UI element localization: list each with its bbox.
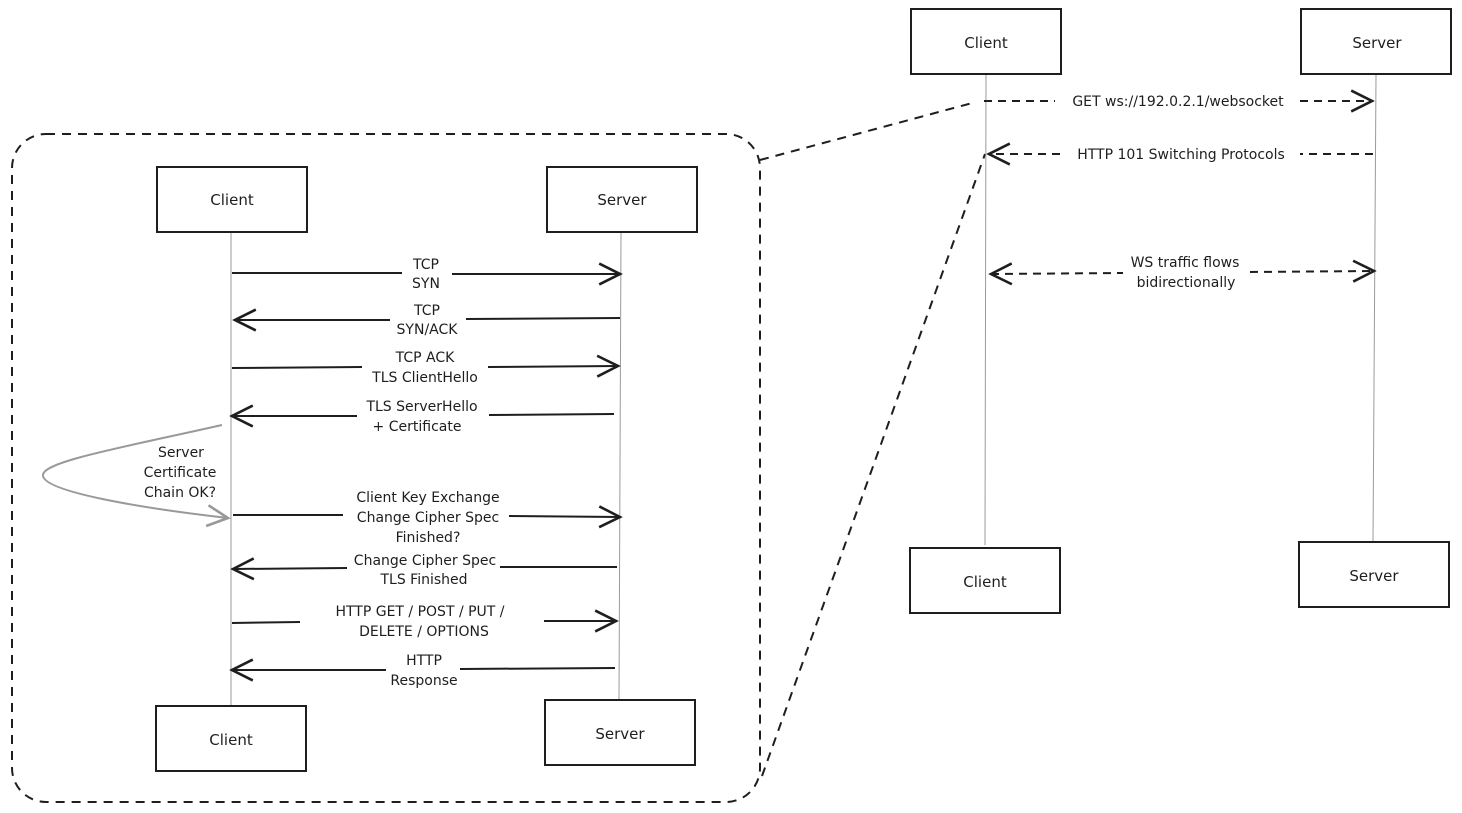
- right-client-top-box: Client: [910, 8, 1062, 75]
- right-client-bottom-label: Client: [963, 573, 1007, 591]
- right-server-top-box: Server: [1300, 8, 1452, 75]
- left-sequence-diagram: Client Server Client Server TCP SYN TCP …: [42, 166, 698, 772]
- right-server-bottom-box: Server: [1298, 541, 1450, 608]
- self-check-certificate: Server Certificate Chain OK?: [42, 424, 228, 518]
- message-serverhello-certificate: TLS ServerHello + Certificate: [232, 399, 615, 435]
- right-server-top-label: Server: [1352, 34, 1402, 52]
- message-tcp-syn: TCP SYN: [232, 257, 620, 292]
- message-label: TLS Finished: [379, 572, 467, 588]
- message-client-key-exchange: Client Key Exchange Change Cipher Spec F…: [233, 490, 620, 546]
- message-ws-bidirectional: WS traffic flows bidirectionally: [991, 255, 1374, 291]
- left-server-bottom-label: Server: [595, 725, 645, 743]
- message-label: SYN/ACK: [397, 322, 459, 338]
- left-server-bottom-box: Server: [544, 699, 696, 766]
- left-server-top-label: Server: [597, 191, 647, 209]
- message-label: bidirectionally: [1137, 275, 1236, 291]
- left-client-top-label: Client: [210, 191, 254, 209]
- message-label: Client Key Exchange: [356, 490, 499, 506]
- message-label: DELETE / OPTIONS: [359, 624, 489, 640]
- message-tcp-synack: TCP SYN/ACK: [235, 303, 621, 338]
- left-client-bottom-label: Client: [209, 731, 253, 749]
- message-label: Finished?: [396, 530, 461, 546]
- message-label: Change Cipher Spec: [357, 510, 499, 526]
- message-http-response: HTTP Response: [232, 653, 616, 689]
- message-label: HTTP GET / POST / PUT /: [335, 604, 504, 620]
- message-label: HTTP 101 Switching Protocols: [1077, 147, 1285, 163]
- message-change-cipher-finished: Change Cipher Spec TLS Finished: [233, 553, 617, 588]
- message-label: TLS ServerHello: [365, 399, 477, 415]
- message-label: HTTP: [406, 653, 442, 669]
- message-label: TCP ACK: [395, 350, 456, 366]
- self-check-label: Server: [158, 445, 204, 461]
- message-label: TCP: [412, 257, 439, 273]
- left-server-lifeline: [618, 232, 622, 701]
- message-label: TCP: [413, 303, 440, 319]
- message-http-request: HTTP GET / POST / PUT / DELETE / OPTIONS: [231, 604, 616, 640]
- self-check-label: Chain OK?: [144, 485, 216, 501]
- message-label: WS traffic flows: [1131, 255, 1240, 271]
- right-sequence-diagram: Client Server Client Server GET ws://192…: [909, 8, 1452, 614]
- left-client-bottom-box: Client: [155, 705, 307, 772]
- message-ws-get: GET ws://192.0.2.1/websocket: [984, 94, 1372, 110]
- right-server-bottom-label: Server: [1349, 567, 1399, 585]
- zoom-frame: [11, 133, 761, 803]
- right-server-lifeline: [1372, 74, 1377, 543]
- message-label: Change Cipher Spec: [354, 553, 496, 569]
- message-label: SYN: [412, 276, 440, 292]
- right-client-bottom-box: Client: [909, 547, 1061, 614]
- left-server-top-box: Server: [546, 166, 698, 233]
- message-http-101: HTTP 101 Switching Protocols: [989, 147, 1373, 163]
- zoom-connector-lines: [759, 101, 986, 777]
- self-check-label: Certificate: [144, 465, 217, 481]
- right-client-top-label: Client: [964, 34, 1008, 52]
- message-label: + Certificate: [373, 419, 462, 435]
- message-label: Response: [390, 673, 457, 689]
- message-label: TLS ClientHello: [371, 370, 478, 386]
- message-label: GET ws://192.0.2.1/websocket: [1072, 94, 1284, 110]
- right-client-lifeline: [984, 74, 987, 546]
- message-tcp-ack-clienthello: TCP ACK TLS ClientHello: [231, 350, 618, 386]
- left-client-top-box: Client: [156, 166, 308, 233]
